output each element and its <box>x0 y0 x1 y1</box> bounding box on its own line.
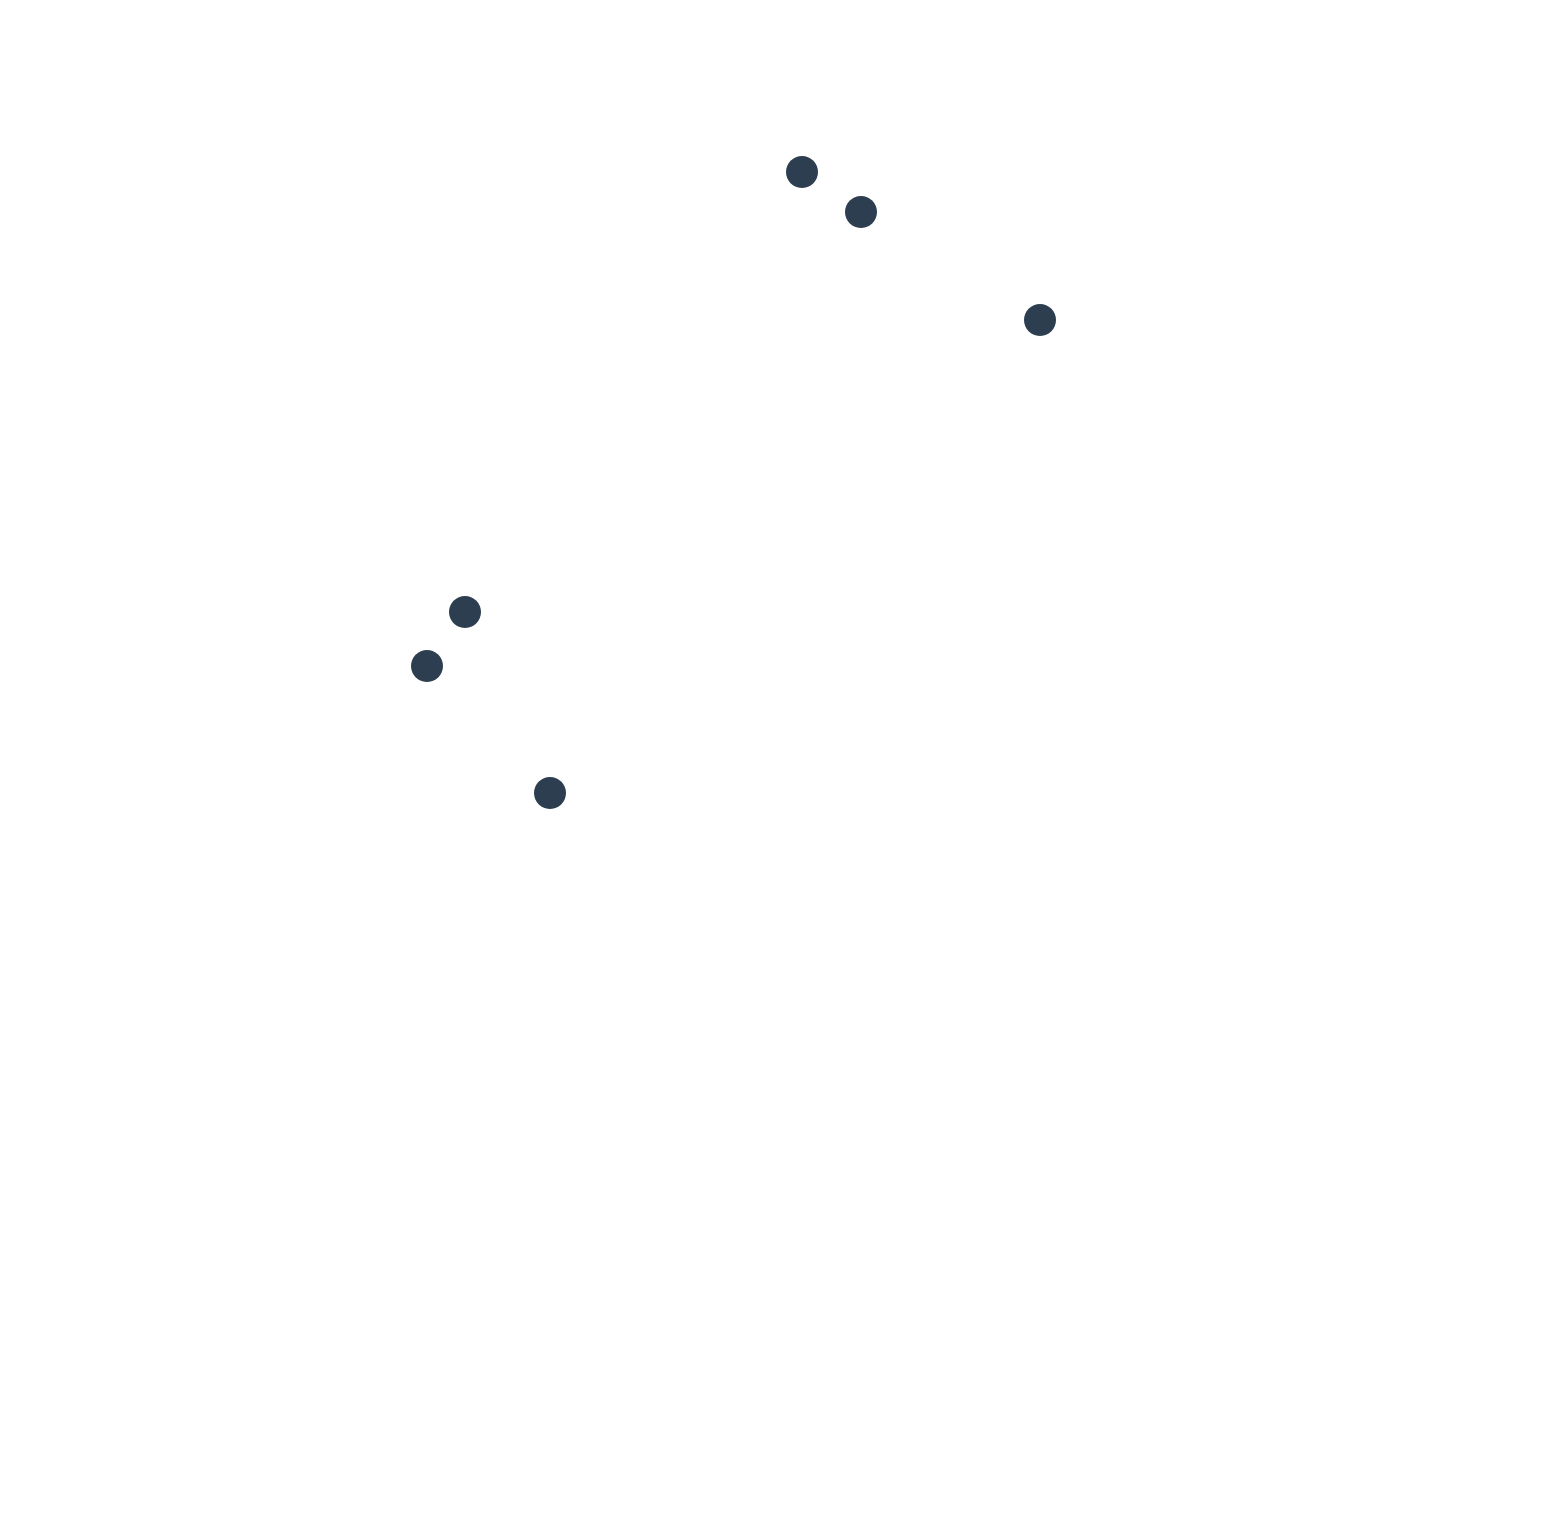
dot-6 <box>534 777 566 809</box>
dot-4 <box>449 596 481 628</box>
dot-1 <box>786 156 818 188</box>
dot-group <box>411 156 1056 809</box>
dot-2 <box>845 196 877 228</box>
dot-3 <box>1024 304 1056 336</box>
dot-5 <box>411 650 443 682</box>
